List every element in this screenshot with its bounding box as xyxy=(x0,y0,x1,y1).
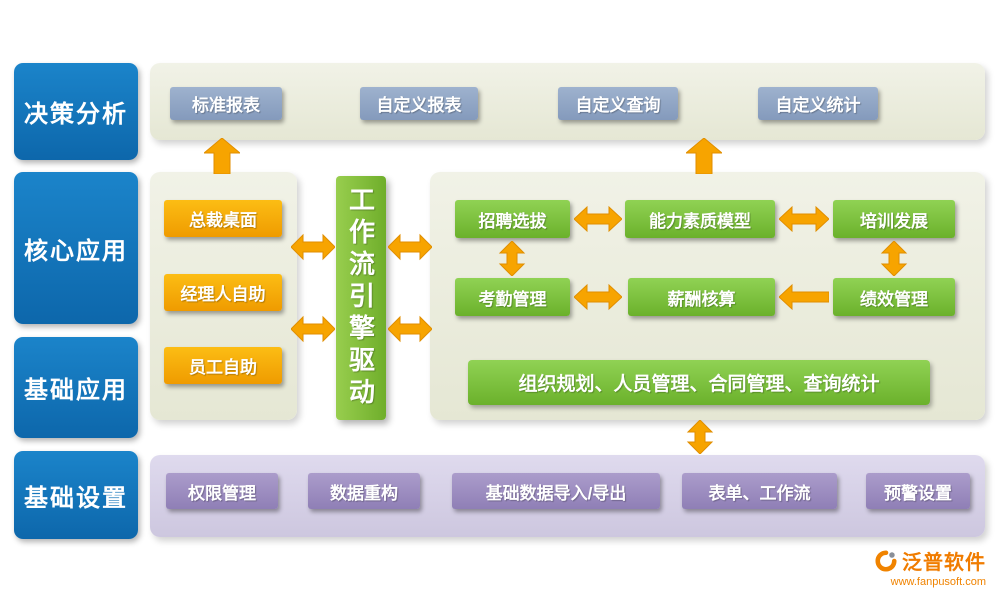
arrow-training-performance-icon xyxy=(880,241,908,276)
btn-manager-selfservice: 经理人自助 xyxy=(164,274,282,311)
btn-performance: 绩效管理 xyxy=(833,278,955,316)
btn-data-import-export: 基础数据导入/导出 xyxy=(452,473,660,509)
arrow-core-engine-bottom-icon xyxy=(291,315,335,343)
sidebar-item-basic-applications: 基础应用 xyxy=(14,337,138,438)
arrow-engine-hr-bottom-icon xyxy=(388,315,432,343)
brand-url-link[interactable]: www.fanpusoft.com xyxy=(890,576,986,588)
arrow-competency-training-icon xyxy=(779,205,829,233)
btn-form-workflow: 表单、工作流 xyxy=(682,473,837,509)
hr-common-modules-bar: 组织规划、人员管理、合同管理、查询统计 xyxy=(468,360,930,405)
btn-alert-settings: 预警设置 xyxy=(866,473,970,509)
btn-permission: 权限管理 xyxy=(166,473,278,509)
arrow-performance-payroll-icon xyxy=(779,283,829,311)
btn-employee-selfservice: 员工自助 xyxy=(164,347,282,384)
btn-standard-report: 标准报表 xyxy=(170,87,282,120)
btn-payroll: 薪酬核算 xyxy=(628,278,775,316)
btn-competency-model: 能力素质模型 xyxy=(625,200,775,238)
arrow-attendance-payroll-icon xyxy=(574,283,622,311)
sidebar-item-core-applications: 核心应用 xyxy=(14,172,138,324)
arrow-hr-to-settings-icon xyxy=(686,420,714,454)
btn-president-desktop: 总裁桌面 xyxy=(164,200,282,237)
arrow-recruit-competency-icon xyxy=(574,205,622,233)
btn-custom-statistics: 自定义统计 xyxy=(758,87,878,120)
btn-training-development: 培训发展 xyxy=(833,200,955,238)
btn-custom-report: 自定义报表 xyxy=(360,87,478,120)
arrow-recruit-attendance-icon xyxy=(498,241,526,276)
branding: 泛普软件 www.fanpusoft.com xyxy=(875,546,986,588)
arrow-core-engine-top-icon xyxy=(291,233,335,261)
sidebar-item-decision-analysis: 决策分析 xyxy=(14,63,138,160)
brand-name: 泛普软件 xyxy=(902,552,986,574)
sidebar-item-basic-settings: 基础设置 xyxy=(14,451,138,539)
btn-recruitment: 招聘选拔 xyxy=(455,200,570,238)
workflow-engine-block: 工作流引擎驱动 xyxy=(336,176,386,420)
fanpu-logo-icon xyxy=(875,549,897,572)
btn-custom-query: 自定义查询 xyxy=(558,87,678,120)
brand-row: 泛普软件 xyxy=(875,546,986,575)
btn-data-rebuild: 数据重构 xyxy=(308,473,420,509)
arrow-engine-hr-top-icon xyxy=(388,233,432,261)
arrow-up-core-to-decision-icon xyxy=(204,138,240,174)
btn-attendance: 考勤管理 xyxy=(455,278,570,316)
arrow-up-hr-to-decision-icon xyxy=(686,138,722,174)
